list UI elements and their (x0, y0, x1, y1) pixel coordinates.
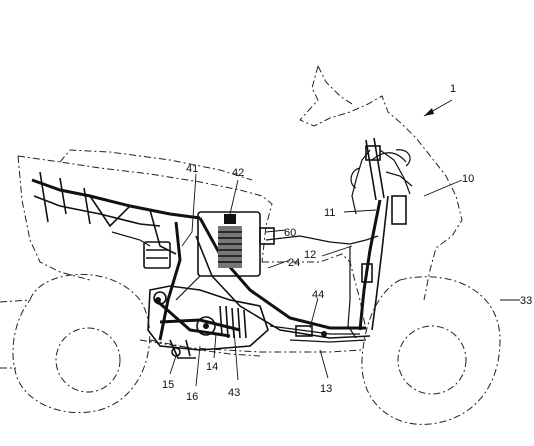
front-cowl-outline (299, 65, 463, 301)
leader-11 (343, 209, 377, 213)
leader-16 (195, 345, 201, 387)
engine-pivot (196, 316, 216, 336)
label-12: 12 (304, 249, 316, 261)
harness-loop (350, 149, 411, 189)
leader-60 (265, 229, 287, 233)
harness-rear (111, 231, 201, 301)
main-down-tube (158, 221, 182, 341)
rear-body-outline (17, 155, 273, 263)
connector-handle (391, 195, 407, 225)
harness-down (347, 246, 357, 339)
rear-axle (153, 291, 167, 305)
harness-front (371, 152, 413, 187)
label-11: 11 (324, 207, 335, 219)
leader-10 (423, 179, 463, 197)
connector-floor (295, 325, 313, 337)
rear-lower-outline (17, 155, 91, 281)
label-41: 41 (186, 163, 198, 175)
body-outline (0, 65, 518, 425)
leader-1-arrow (424, 108, 434, 116)
label-15: 15 (162, 379, 174, 391)
label-24: 24 (288, 257, 300, 269)
label-13: 13 (320, 383, 332, 395)
ecu-box (143, 241, 171, 269)
label-16: 16 (186, 391, 198, 403)
steering-column (365, 137, 385, 201)
front-down-tube (371, 195, 389, 331)
label-14: 14 (206, 361, 218, 373)
leader-13 (319, 349, 329, 379)
rear-fender-lower (0, 339, 261, 369)
battery-terminal (224, 214, 236, 224)
leader-lines (169, 99, 520, 387)
ecu-box-detail (146, 249, 168, 259)
harness-floor (269, 325, 367, 343)
leader-12 (321, 245, 353, 257)
leader-42 (229, 179, 239, 215)
leader-15 (169, 355, 177, 375)
label-44: 44 (312, 289, 324, 301)
label-43: 43 (228, 387, 240, 399)
rear-wheel-outline (0, 273, 151, 414)
label-42: 42 (232, 167, 244, 179)
seat-outline (59, 149, 253, 181)
fuse-block (259, 227, 275, 245)
harness-main (265, 235, 379, 245)
ground-point (321, 331, 327, 337)
seat-rail-lower (33, 195, 161, 227)
rear-frame-gusset (89, 195, 177, 255)
engine-case (147, 285, 269, 351)
windscreen-outline (317, 65, 353, 105)
rear-frame-cross (39, 171, 91, 225)
front-hub-outline (397, 325, 467, 395)
head-pipe (358, 199, 382, 331)
leader-24 (267, 259, 291, 269)
label-10: 10 (462, 173, 474, 185)
wire-harness (111, 145, 413, 343)
clamp-rear (155, 297, 161, 303)
reference-numerals: 1 10 11 12 13 14 15 16 24 33 41 42 43 44… (162, 83, 532, 403)
leader-41 (181, 173, 197, 247)
vehicle-frame (31, 137, 389, 341)
leader-14 (213, 333, 217, 359)
front-wheel-outline (361, 276, 501, 425)
label-1: 1 (450, 83, 456, 95)
main-frame-pipe-lower (195, 235, 371, 339)
electric-box (143, 211, 275, 277)
leader-44 (309, 297, 319, 329)
harness-upper (351, 149, 411, 215)
engine-unit (147, 285, 269, 359)
label-33: 33 (520, 295, 532, 307)
rear-hub-outline (55, 327, 121, 393)
underside-line (139, 339, 363, 353)
cylinder-fins (219, 305, 247, 339)
seat-rail (31, 178, 201, 220)
label-60: 60 (284, 227, 296, 239)
connector-front (365, 145, 381, 161)
leader-43 (233, 329, 239, 381)
exhaust-bracket (169, 339, 196, 359)
engine-pivot-inner (203, 323, 209, 329)
battery-cell (218, 226, 242, 268)
connector-col (361, 263, 373, 283)
battery-ribs (218, 231, 242, 263)
